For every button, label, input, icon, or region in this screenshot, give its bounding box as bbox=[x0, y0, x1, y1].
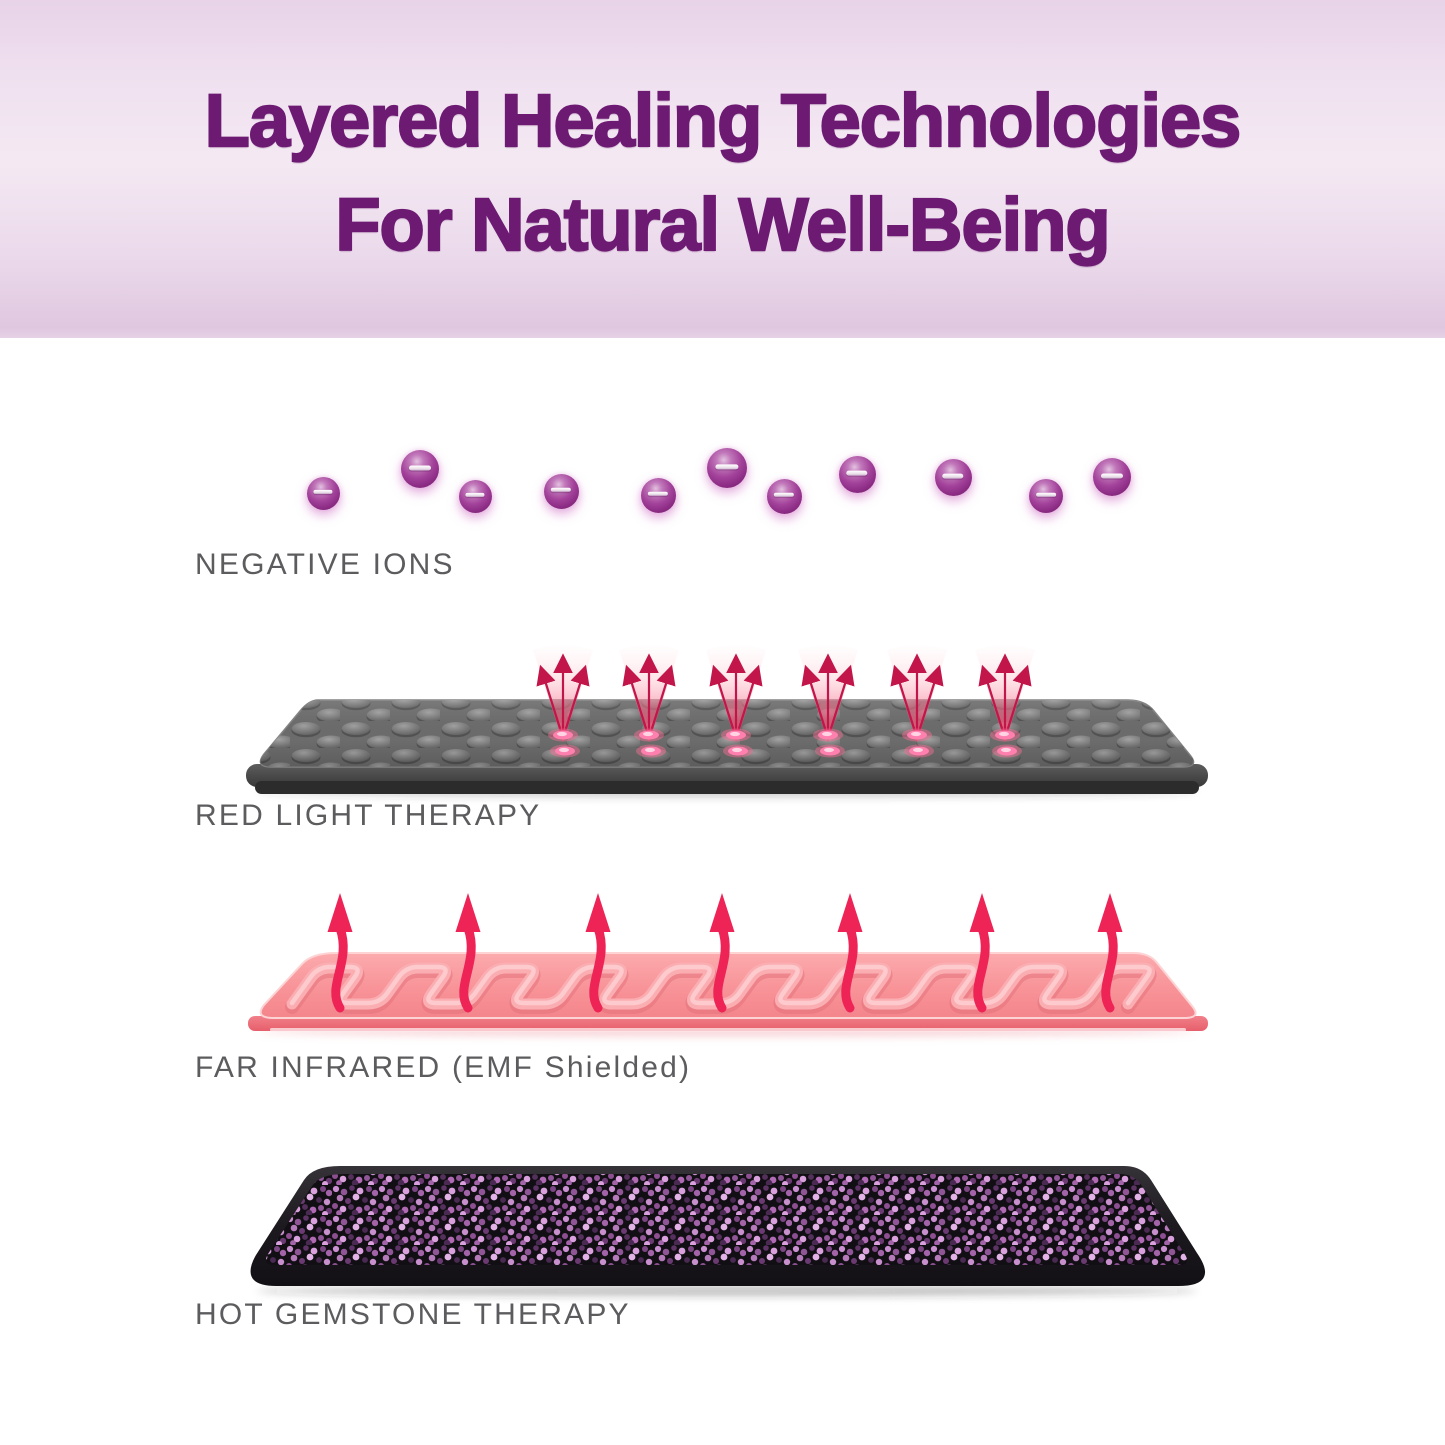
negative-ion bbox=[306, 476, 340, 510]
minus-icon bbox=[715, 464, 739, 470]
negative-ion bbox=[458, 479, 492, 513]
minus-icon bbox=[465, 492, 485, 498]
label-red-light-therapy: RED LIGHT THERAPY bbox=[195, 799, 542, 832]
negative-ion bbox=[543, 473, 579, 509]
far-infrared-pad bbox=[248, 893, 1208, 1037]
gem-pad-stones bbox=[266, 1174, 1188, 1265]
gem-pad-shadow bbox=[257, 1286, 1197, 1296]
negative-ion bbox=[934, 458, 972, 496]
fir-pad-bottom-highlight bbox=[270, 1028, 1186, 1032]
negative-ion bbox=[707, 448, 747, 488]
negative-ion bbox=[766, 478, 802, 514]
red-light-pad bbox=[246, 645, 1208, 797]
minus-icon bbox=[942, 473, 964, 479]
red-pad-bottom-rim bbox=[255, 781, 1199, 794]
negative-ion bbox=[1029, 479, 1063, 513]
negative-ion bbox=[838, 455, 876, 493]
minus-icon bbox=[550, 487, 572, 493]
label-far-infrared: FAR INFRARED (EMF Shielded) bbox=[195, 1051, 692, 1084]
far-infrared-arrows bbox=[327, 893, 1123, 1013]
negative-ion bbox=[401, 450, 439, 488]
label-hot-gemstone: HOT GEMSTONE THERAPY bbox=[195, 1298, 631, 1331]
heating-coil bbox=[285, 962, 1157, 1014]
minus-icon bbox=[1036, 492, 1056, 498]
gemstone-pad bbox=[250, 1166, 1206, 1296]
negative-ion bbox=[640, 477, 676, 513]
negative-ions-group bbox=[0, 0, 1445, 600]
label-negative-ions: NEGATIVE IONS bbox=[195, 548, 455, 581]
red-light-beams bbox=[533, 645, 1035, 758]
minus-icon bbox=[313, 489, 333, 495]
minus-icon bbox=[846, 470, 868, 476]
header-band: Layered Healing Technologies For Natural… bbox=[0, 0, 1445, 338]
minus-icon bbox=[408, 465, 432, 471]
fir-pad-side bbox=[248, 1016, 1208, 1031]
title-line-1: Layered Healing Technologies bbox=[204, 78, 1243, 163]
minus-icon bbox=[773, 492, 795, 498]
minus-icon bbox=[1100, 473, 1124, 479]
negative-ion bbox=[1093, 458, 1131, 496]
minus-icon bbox=[647, 491, 669, 497]
title-line-2: For Natural Well-Being bbox=[334, 182, 1111, 267]
